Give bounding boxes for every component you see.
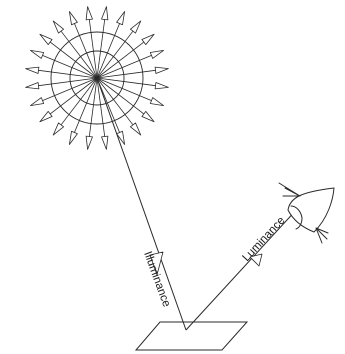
luminance-label: Luminance — [240, 215, 287, 264]
eye-icon — [279, 183, 334, 243]
light-ray-arrowhead — [53, 123, 63, 135]
light-ray-arrowhead — [117, 12, 125, 25]
point-light-source-icon — [26, 7, 169, 150]
light-ray-arrowhead — [69, 131, 77, 144]
eye-outline — [288, 188, 334, 232]
light-ray-arrowhead — [26, 67, 39, 73]
light-ray-arrowhead — [155, 83, 168, 89]
lower-eyelash — [316, 228, 328, 243]
light-ray-arrowhead — [69, 12, 77, 25]
upper-eyelash — [279, 183, 300, 196]
light-ray-arrowhead — [31, 50, 44, 58]
light-ray-arrowhead — [102, 136, 108, 149]
light-ray-arrowhead — [31, 98, 44, 106]
light-ray-arrowhead — [130, 21, 140, 33]
light-ray-arrowhead — [86, 136, 92, 149]
light-ray-arrowhead — [142, 111, 154, 121]
light-ray-arrowhead — [155, 67, 168, 73]
light-ray-arrowhead — [102, 7, 108, 20]
light-rays — [26, 7, 169, 150]
incident-beam — [97, 78, 186, 330]
light-ray-arrowhead — [142, 34, 154, 44]
light-ray-arrowhead — [150, 98, 163, 106]
light-ray-arrowhead — [150, 50, 163, 58]
light-ray-arrowhead — [130, 123, 140, 135]
reflecting-surface — [136, 322, 247, 350]
light-ray-arrowhead — [40, 111, 52, 121]
light-ray-arrowhead — [86, 7, 92, 20]
light-ray-arrowhead — [26, 83, 39, 89]
light-ray-arrowhead — [53, 21, 63, 33]
light-ray-arrowhead — [40, 34, 52, 44]
incident-beam-line — [97, 78, 186, 330]
